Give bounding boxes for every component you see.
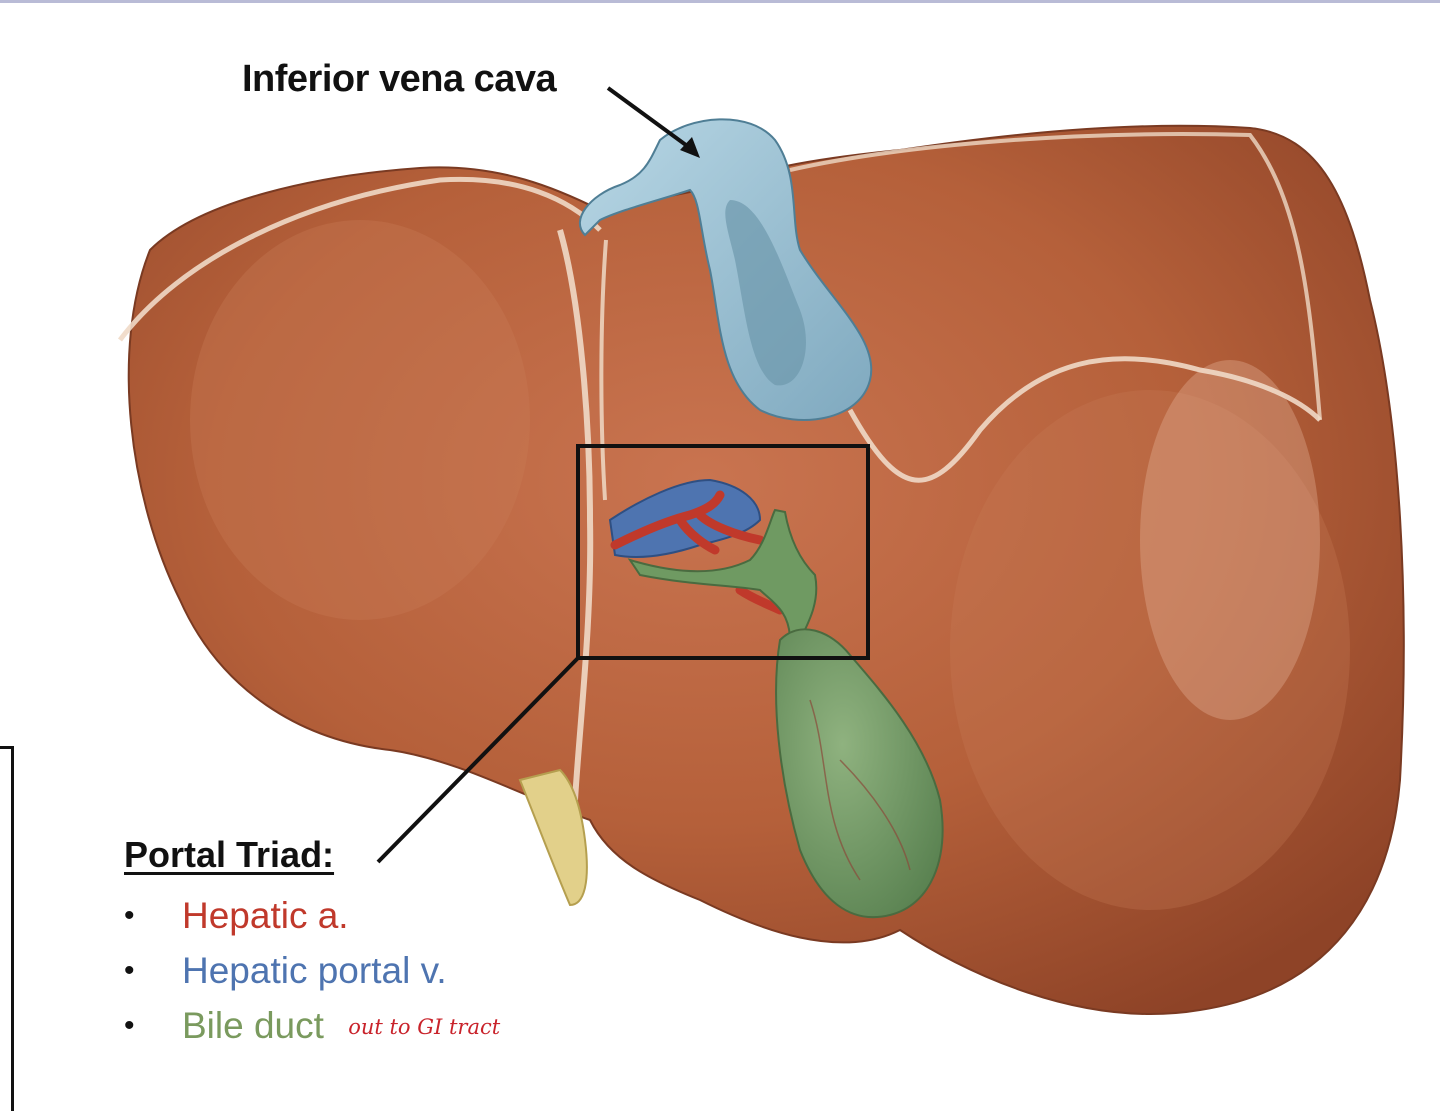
portal-triad-list: • Hepatic a. • Hepatic portal v. • Bile … xyxy=(124,890,500,1055)
top-divider xyxy=(0,0,1440,3)
portal-triad-box xyxy=(576,444,870,660)
coronary-ligament-right xyxy=(847,356,1322,483)
liver-highlight-right xyxy=(950,390,1350,910)
portal-vein-label: Hepatic portal v. xyxy=(182,950,447,991)
liver-shadow-right xyxy=(1140,360,1320,720)
hepatic-artery-shape xyxy=(610,490,785,615)
fissure-line xyxy=(557,229,594,801)
ivc-pointer-arrow xyxy=(606,86,692,150)
inferior-vena-cava-label: Inferior vena cava xyxy=(242,58,557,100)
gallbladder-vessels xyxy=(809,699,911,881)
portal-triad-pointer-line xyxy=(376,656,580,864)
bare-area-outline xyxy=(789,132,1322,421)
liver-highlight-left xyxy=(190,220,530,620)
bile-duct-label: Bile duct xyxy=(182,1005,324,1046)
portal-triad-title: Portal Triad: xyxy=(124,834,335,875)
bile-duct-shape xyxy=(627,508,818,641)
fissure-line-2 xyxy=(599,239,608,501)
bullet-icon: • xyxy=(124,899,135,932)
hepatic-artery-label: Hepatic a. xyxy=(182,895,349,936)
left-bracket-line xyxy=(0,746,14,1111)
list-item-portal-vein: • Hepatic portal v. xyxy=(124,945,500,1000)
bullet-icon: • xyxy=(124,954,135,987)
bile-duct-handwritten-note: out to GI tract xyxy=(348,1015,501,1039)
ivc-lumen xyxy=(725,200,806,386)
list-item-bile-duct: • Bile duct out to GI tract xyxy=(124,1000,500,1055)
bullet-icon: • xyxy=(124,1009,135,1042)
ivc-pointer-arrowhead xyxy=(680,137,700,158)
round-ligament xyxy=(518,768,588,907)
list-item-hepatic-artery: • Hepatic a. xyxy=(124,890,500,945)
coronary-ligament-left xyxy=(118,176,602,342)
